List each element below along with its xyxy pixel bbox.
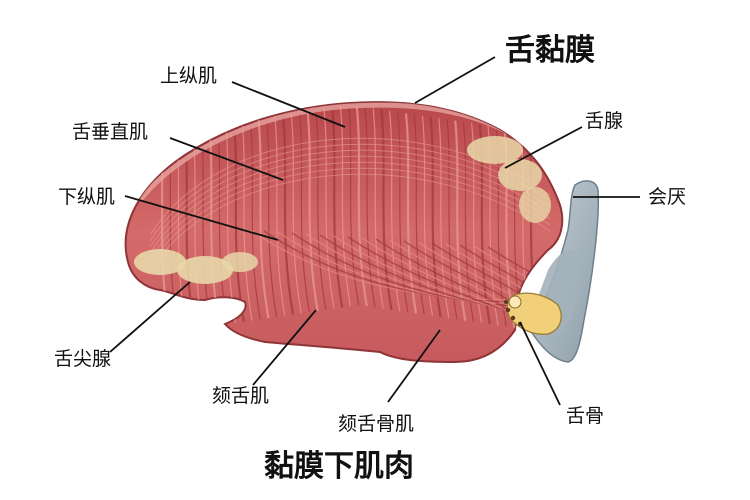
- leader-hyoid: [519, 321, 561, 406]
- fiber-vertical: [323, 108, 335, 309]
- fiber-vertical: [290, 113, 302, 314]
- fiber-vertical: [257, 118, 270, 319]
- fiber-longitudinal: [149, 143, 551, 242]
- fiber-longitudinal: [149, 161, 551, 260]
- fiber-vertical: [192, 127, 204, 328]
- label-genioglossus: 颏舌肌: [212, 385, 269, 407]
- tongue-body: [124, 101, 564, 364]
- leader-inferior-longitudinal: [124, 195, 279, 241]
- fiber-vertical: [454, 120, 467, 321]
- title-mucosa: 舌黏膜: [505, 33, 595, 68]
- label-inferior-longitudinal: 下纵肌: [58, 186, 115, 208]
- leader-apical-glands: [109, 281, 191, 353]
- muscle-fibers: [138, 102, 563, 335]
- leader-geniohyoid: [387, 329, 441, 403]
- fiber-vertical: [429, 116, 442, 318]
- title-submucosal-muscle: 黏膜下肌肉: [264, 449, 414, 484]
- fiber-longitudinal: [149, 167, 551, 266]
- fiber-vertical: [421, 115, 433, 316]
- label-geniohyoid: 颏舌骨肌: [338, 413, 414, 435]
- fiber-vertical: [208, 125, 221, 326]
- label-hyoid: 舌骨: [566, 405, 604, 427]
- fiber-vertical: [306, 110, 319, 312]
- label-apical-glands: 舌尖腺: [54, 348, 111, 370]
- fiber-vertical: [225, 122, 237, 324]
- leader-superior-longitudinal: [231, 81, 346, 128]
- fiber-vertical: [397, 112, 409, 313]
- fiber-vertical: [241, 120, 253, 321]
- fiber-vertical: [364, 107, 376, 308]
- fiber-longitudinal: [149, 137, 551, 236]
- fiber-vertical: [380, 109, 393, 310]
- fiber-vertical: [413, 114, 425, 315]
- fiber-longitudinal: [149, 149, 551, 248]
- leader-vertical: [169, 137, 284, 181]
- leader-lingual-glands: [504, 126, 583, 169]
- fiber-longitudinal: [149, 173, 551, 272]
- leader-lines: [109, 56, 640, 406]
- fiber-vertical: [339, 106, 351, 307]
- label-vertical: 舌垂直肌: [72, 121, 148, 143]
- leader-genioglossus: [252, 309, 317, 386]
- fiber-genioglossus: [277, 231, 516, 305]
- label-lingual-glands: 舌腺: [585, 110, 623, 132]
- fiber-vertical: [355, 106, 368, 307]
- fiber-vertical: [249, 119, 261, 320]
- leader-mucosa: [414, 56, 496, 104]
- fiber-genioglossus: [249, 229, 516, 301]
- fiber-vertical: [298, 112, 310, 313]
- lingual-glands: [467, 136, 551, 223]
- fiber-vertical: [315, 109, 327, 310]
- apical-glands: [134, 249, 258, 284]
- fiber-vertical: [348, 104, 360, 306]
- label-epiglottis: 会厌: [648, 186, 686, 208]
- fiber-vertical: [216, 124, 228, 325]
- fiber-genioglossus: [263, 230, 516, 303]
- fiber-vertical: [331, 107, 344, 308]
- fiber-vertical: [274, 115, 286, 316]
- fiber-vertical: [232, 121, 245, 322]
- fiber-vertical: [281, 114, 295, 315]
- label-superior-longitudinal: 上纵肌: [160, 65, 217, 87]
- fiber-vertical: [266, 116, 278, 318]
- fiber-vertical: [438, 118, 450, 319]
